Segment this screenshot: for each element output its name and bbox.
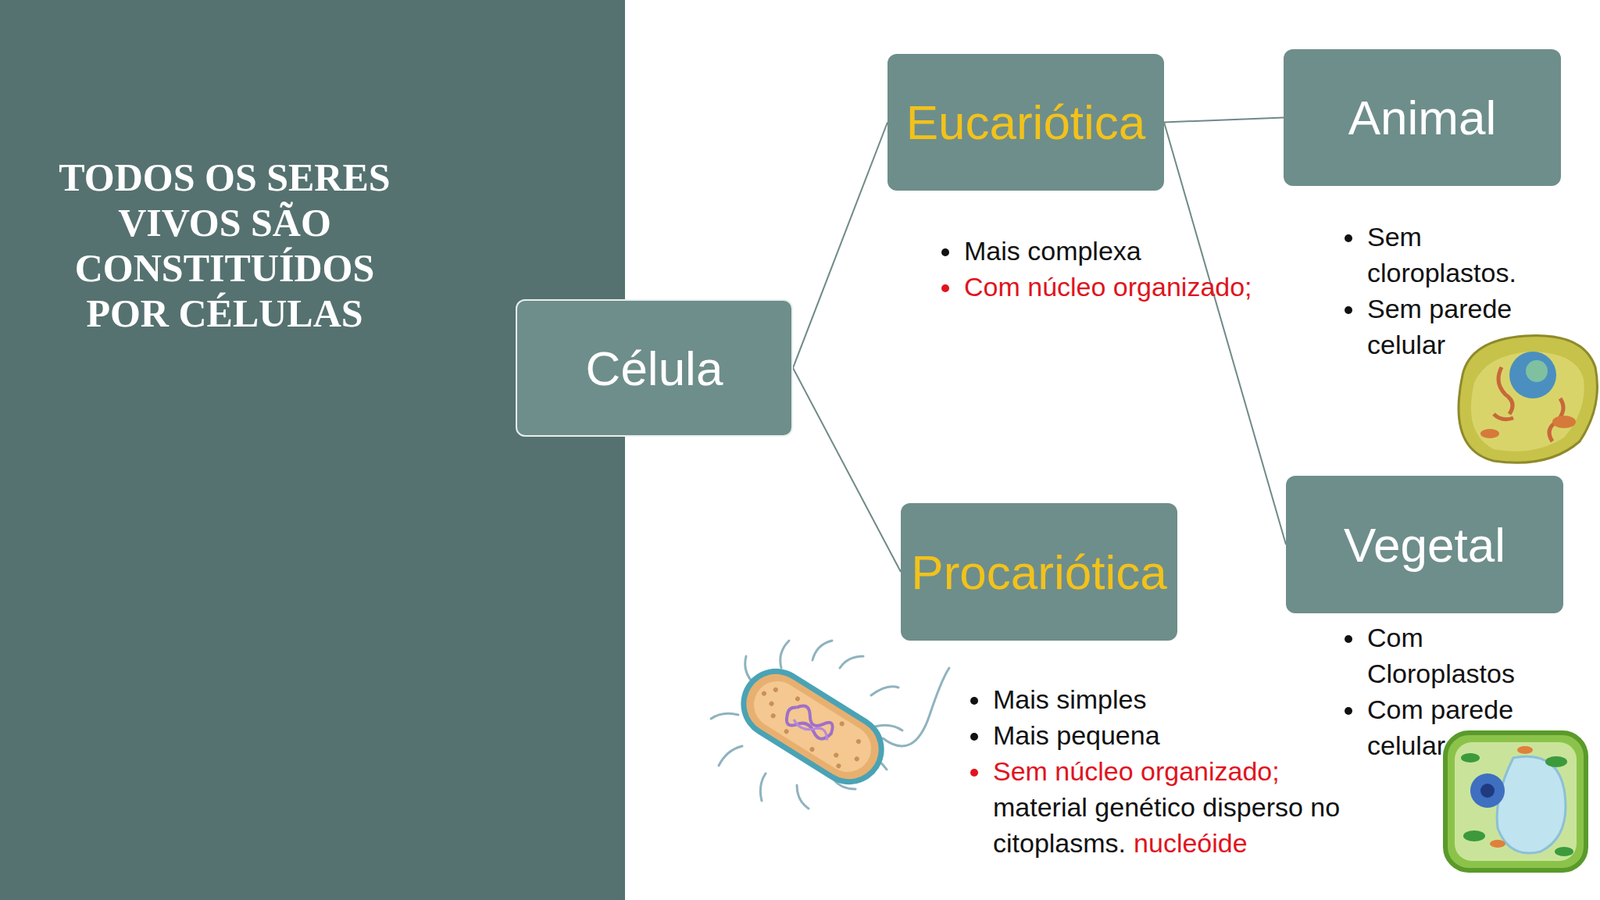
bullet-item: Sem cloroplastos. (1365, 218, 1571, 291)
category-box: Procariótica (900, 503, 1178, 641)
bullet-item: Mais simples (991, 681, 1398, 718)
note-text: Mais simples (992, 684, 1147, 715)
note-text: Mais pequena (992, 720, 1161, 750)
side-panel (0, 0, 625, 900)
bullet-list: Mais complexaCom núcleo organizado; (933, 232, 1400, 305)
note-text: Com Cloroplastos (1367, 622, 1515, 689)
connector-line (792, 367, 901, 572)
subcategory-box: Animal (1283, 49, 1561, 186)
page-title: TODOS OS SERES VIVOS SÃO CONSTITUÍDOS PO… (31, 154, 418, 336)
bullet-item: Com Cloroplastos (1365, 619, 1571, 692)
connector-line (1164, 117, 1284, 123)
bullet-item: Sem parede celular (1365, 290, 1571, 363)
note-text: Com núcleo organizado; (964, 271, 1253, 302)
plant-cell-illustration (1439, 726, 1593, 877)
box-label: Vegetal (1343, 517, 1506, 573)
note-text: Sem cloroplastos. (1367, 221, 1517, 288)
bullet-item: Sem núcleo organizado;material genético … (991, 753, 1398, 861)
note-text: Sem parede celular (1367, 293, 1512, 360)
note-text: Com parede celular (1367, 694, 1514, 761)
bullet-item: Mais pequena (991, 717, 1398, 754)
note-text: Mais complexa (964, 235, 1142, 266)
category-box: Eucariótica (887, 53, 1165, 191)
note-text: nucleóide (1133, 828, 1248, 858)
subcategory-box: Vegetal (1285, 475, 1564, 614)
box-label: Eucariótica (906, 94, 1147, 150)
box-label: Célula (585, 340, 724, 397)
bullet-list: Com CloroplastosCom parede celular (1336, 619, 1571, 764)
connector-line (1164, 122, 1286, 546)
root-box: Célula (515, 299, 793, 437)
bacterium-illustration (707, 636, 958, 825)
bullet-list: Sem cloroplastos.Sem parede celular (1336, 218, 1571, 363)
bullet-item: Com parede celular (1365, 691, 1571, 764)
bullet-list: Mais simplesMais pequenaSem núcleo organ… (962, 681, 1398, 861)
note-text: Sem núcleo organizado; (992, 753, 1398, 790)
box-label: Procariótica (910, 544, 1167, 600)
connector-line (792, 122, 888, 369)
animal-cell-illustration (1446, 328, 1600, 466)
bullet-item: Com núcleo organizado; (962, 268, 1400, 305)
bullet-item: Mais complexa (962, 232, 1400, 269)
box-label: Animal (1348, 89, 1497, 146)
